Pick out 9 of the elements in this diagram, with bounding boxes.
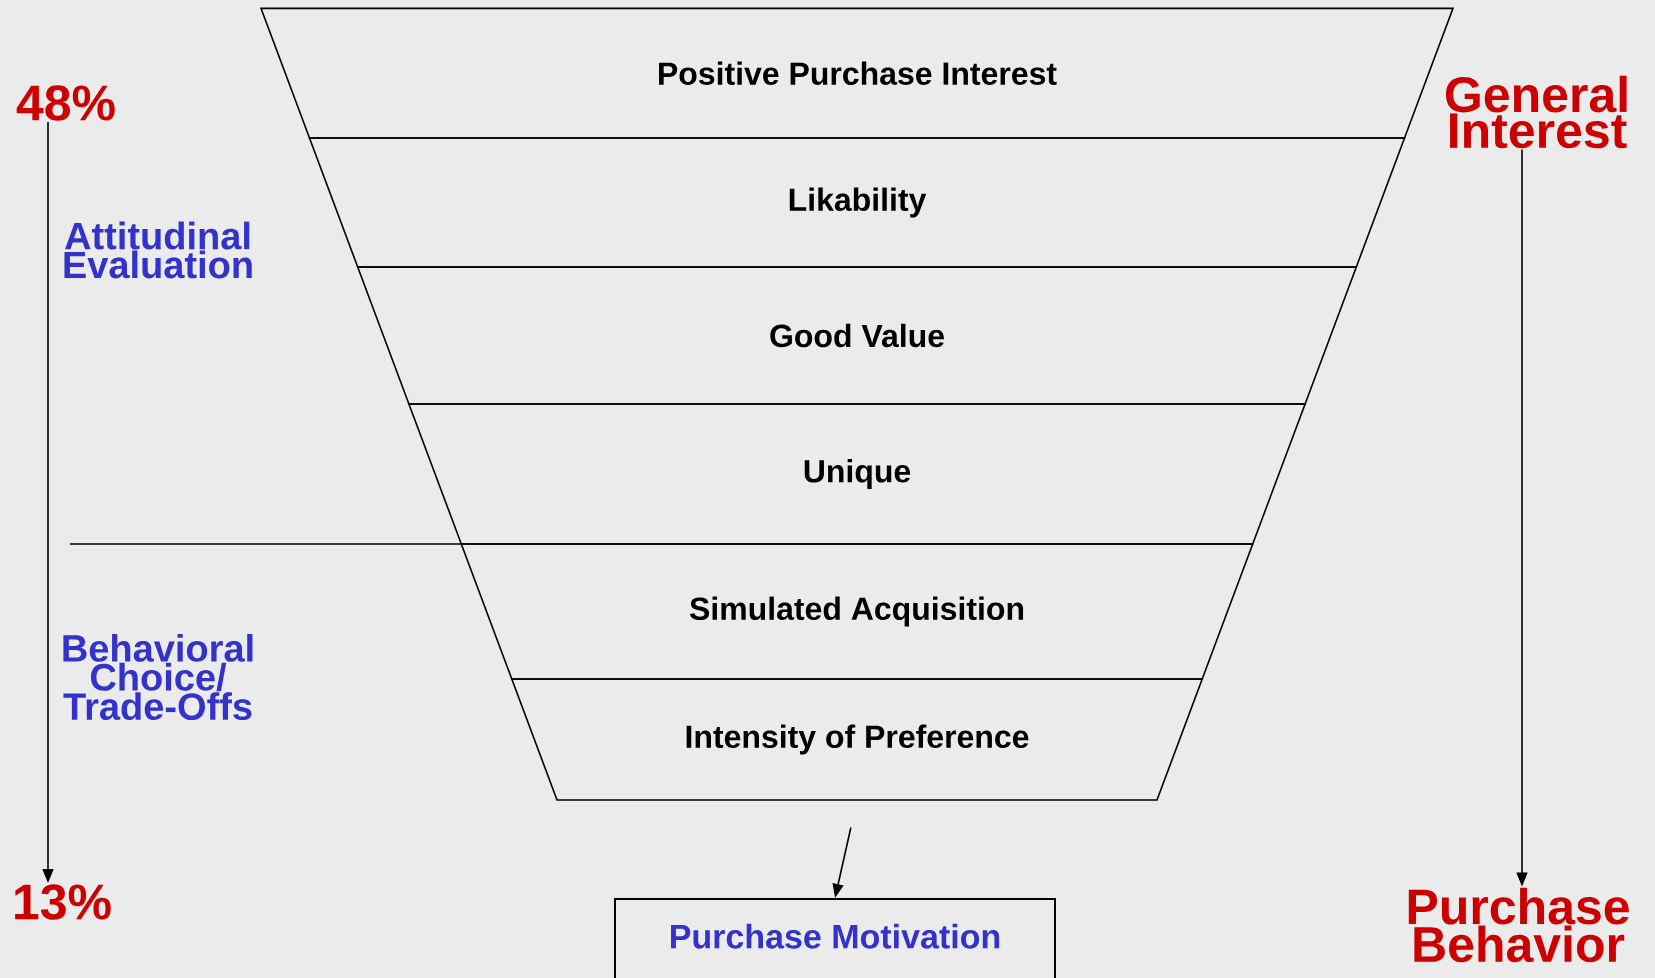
stage-label: Purchase Behavior (1408, 887, 1629, 963)
percent-label: 48% (16, 85, 115, 121)
percent-label: 13% (15, 884, 111, 920)
funnel-band: Likability (308, 137, 1406, 268)
process-box: Purchase Motivation (614, 898, 1056, 978)
funnel-band: Simulated Acquisition (460, 543, 1254, 680)
funnel-band: Good Value (356, 266, 1358, 405)
section-label: Attitudinal Evaluation (64, 221, 252, 279)
section-label: Behavioral Choice/ Trade-Offs (63, 633, 253, 721)
